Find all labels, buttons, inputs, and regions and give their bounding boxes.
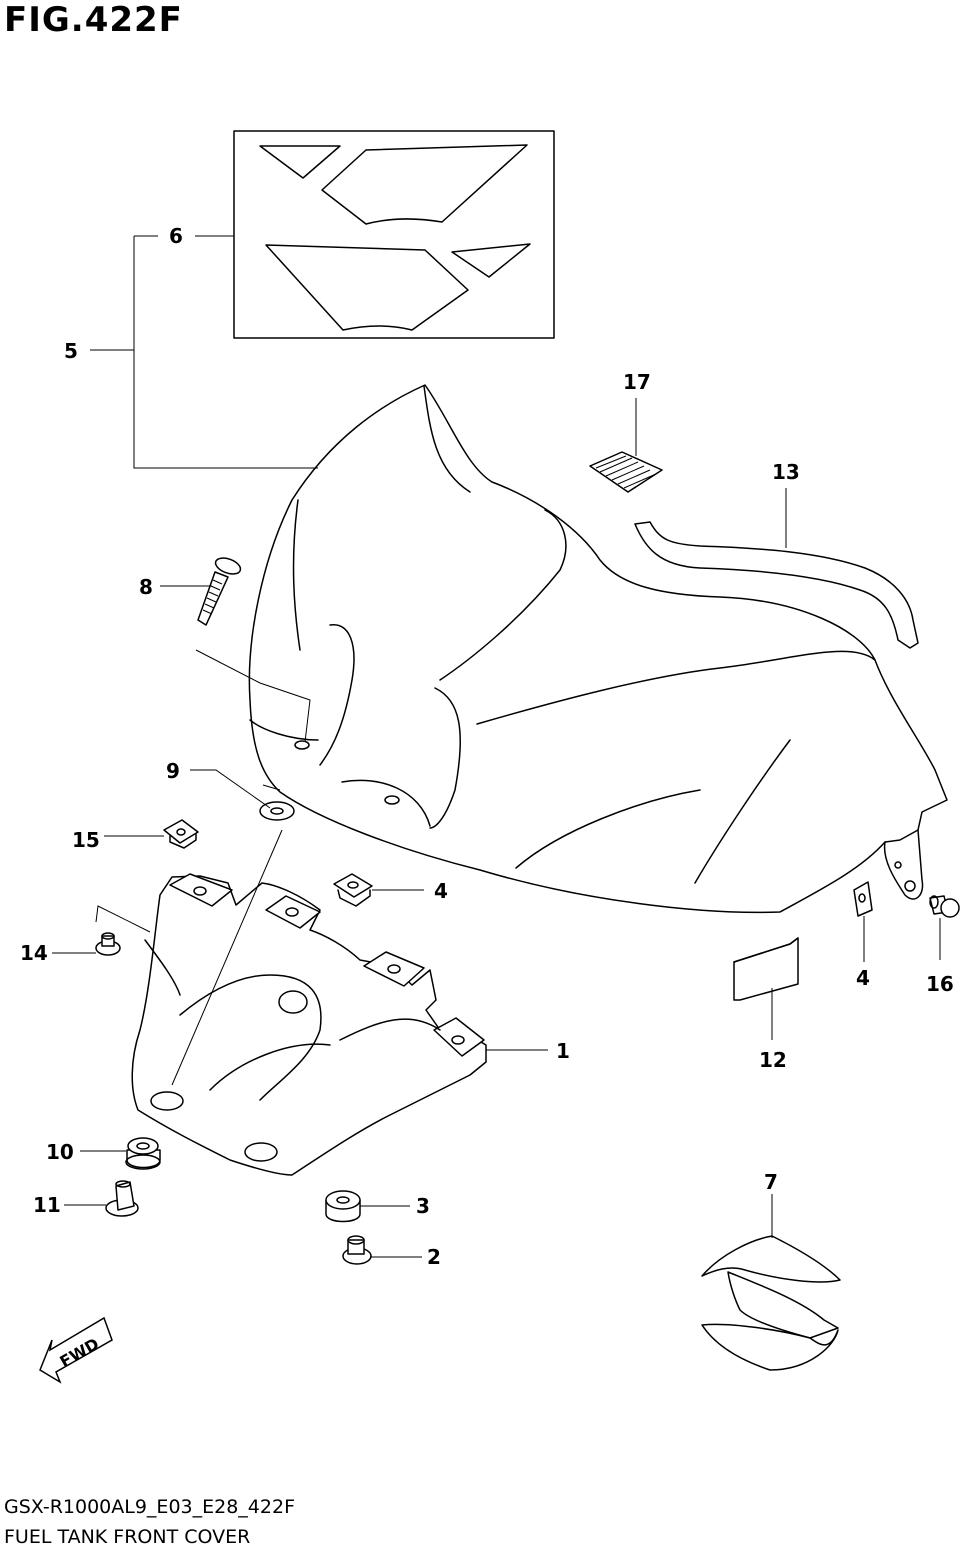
pad-part: [589, 451, 663, 493]
collar-11-part: [105, 1180, 139, 1217]
decal-set-part: [233, 130, 555, 339]
under-cover-part: [131, 873, 487, 1176]
clip-nut-part: [163, 819, 199, 849]
callout-4-upper: 4: [434, 879, 448, 903]
callout-leaders: [52, 398, 941, 1258]
callout-16: 16: [926, 972, 954, 996]
figure-title: FIG.422F: [4, 0, 183, 40]
callout-13: 13: [772, 460, 800, 484]
callout-numbers: 1 2 3 4 4 5 6 7 8 9 10 11 12 13 14 15 16…: [20, 224, 954, 1269]
callout-3: 3: [416, 1194, 430, 1218]
callout-7: 7: [764, 1170, 778, 1194]
callout-17: 17: [623, 370, 651, 394]
callout-1: 1: [556, 1039, 570, 1063]
callout-4-right: 4: [856, 966, 870, 990]
rivet-16-part: [929, 895, 960, 918]
callout-11: 11: [33, 1193, 61, 1217]
callout-12: 12: [759, 1048, 787, 1072]
leader-9-dash: [262, 784, 281, 791]
grommet-10-part: [125, 1137, 161, 1170]
leader-14: [95, 905, 151, 933]
callout-5: 5: [64, 339, 78, 363]
figure-code: GSX-R1000AL9_E03_E28_422F: [4, 1496, 295, 1518]
leader-9-to-undercover: [171, 829, 283, 1086]
forward-arrow-icon: FWD: [39, 1316, 113, 1384]
callout-2: 2: [427, 1245, 441, 1269]
emblem-part: [701, 1235, 841, 1371]
callout-9: 9: [166, 759, 180, 783]
fuel-tank-cover-part: [248, 384, 948, 914]
screw-14-part: [95, 932, 121, 956]
nut-upper-part: [333, 873, 373, 907]
bolt-2-part: [342, 1235, 372, 1265]
callout-14: 14: [20, 941, 48, 965]
strip-part: [634, 521, 919, 649]
bolt-part: [197, 557, 242, 626]
callout-bracket-5-6: [90, 235, 318, 469]
figure-description: FUEL TANK FRONT COVER: [4, 1526, 251, 1548]
leader-8-to-cover: [195, 649, 311, 743]
pad-12-part: [733, 937, 799, 1001]
nut-right-part: [853, 881, 873, 917]
grommet-3-part: [325, 1190, 361, 1223]
callout-10: 10: [46, 1140, 74, 1164]
callout-6: 6: [169, 224, 183, 248]
callout-8: 8: [139, 575, 153, 599]
callout-15: 15: [72, 828, 100, 852]
